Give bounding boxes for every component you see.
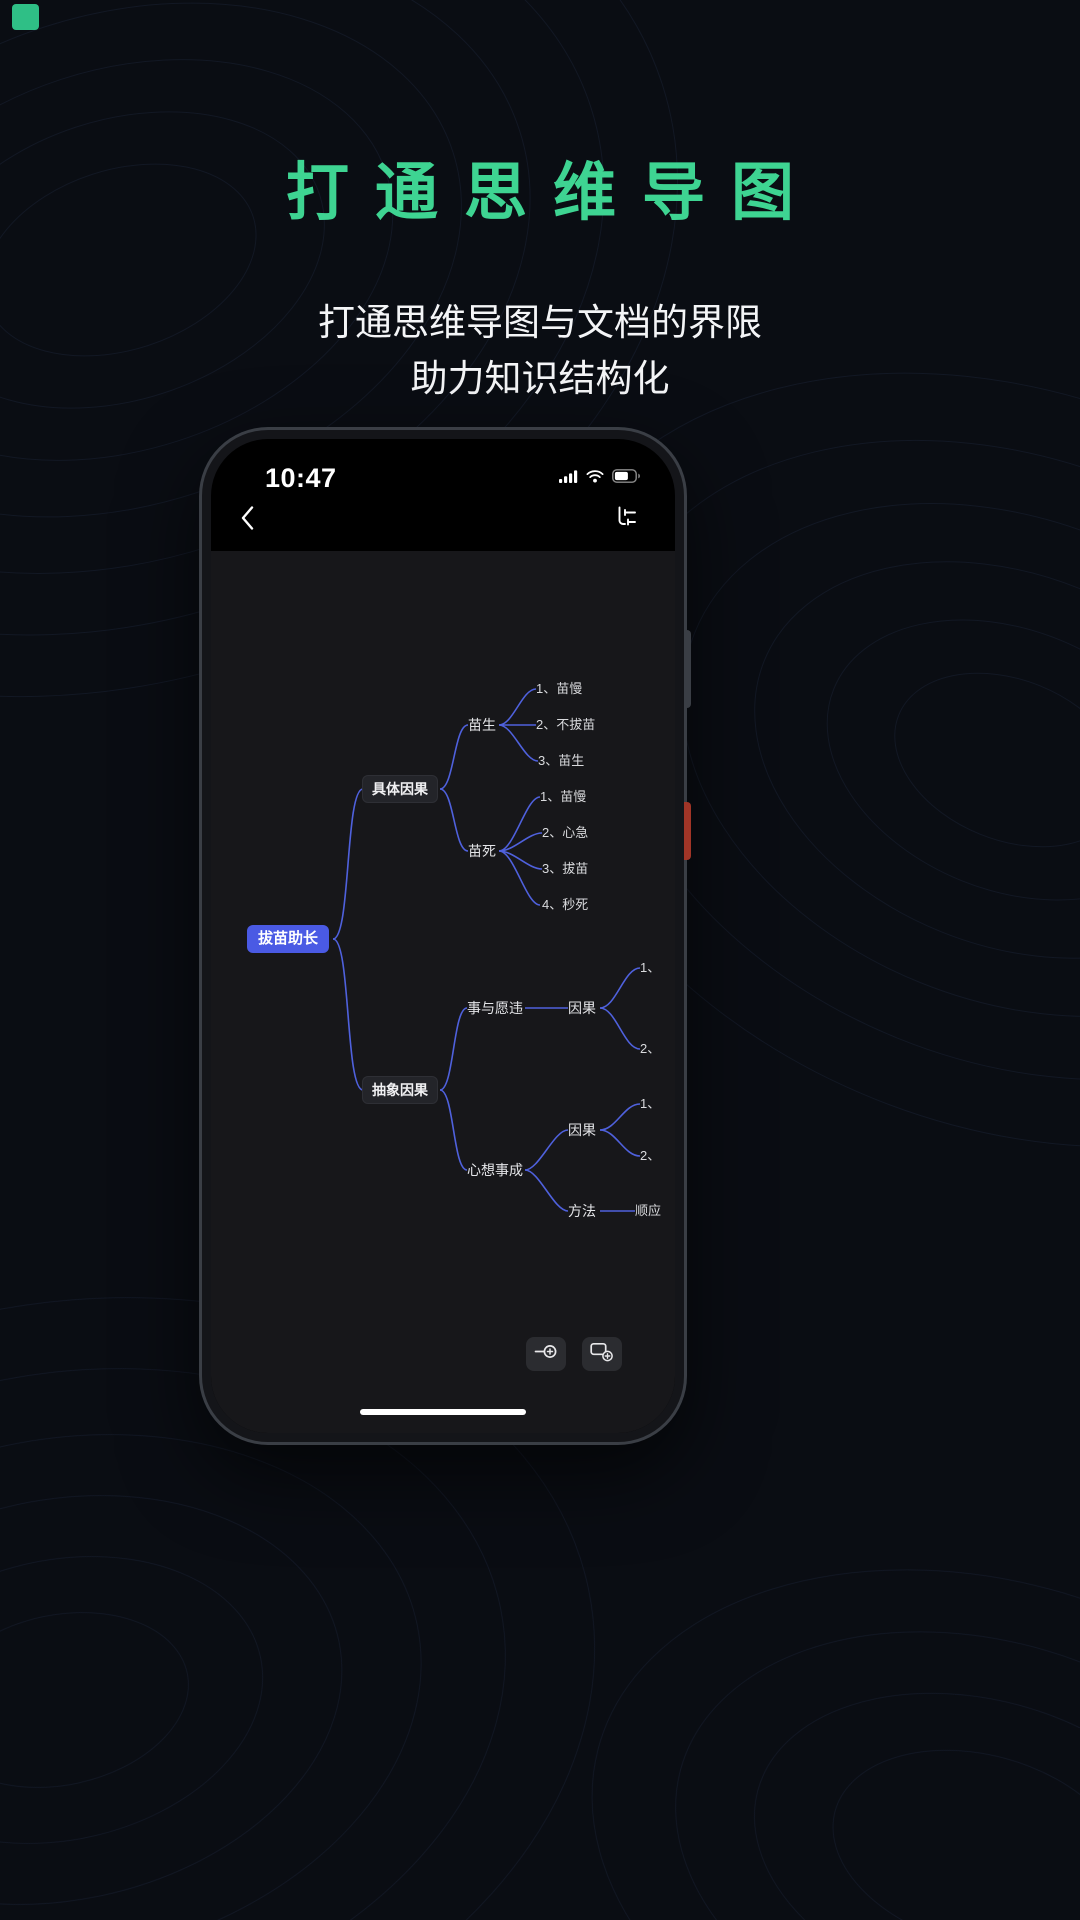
- mindmap-node[interactable]: 苗生: [468, 717, 496, 733]
- mindmap-node[interactable]: 因果: [568, 1000, 596, 1016]
- subtitle-line-1: 打通思维导图与文档的界限: [318, 302, 762, 343]
- mindmap-node[interactable]: 1、苗慢: [536, 681, 583, 696]
- mindmap-node[interactable]: 1、: [640, 960, 661, 975]
- mindmap-node[interactable]: 事与愿违: [467, 1000, 523, 1016]
- phone-screen: 10:47: [211, 439, 675, 1433]
- mindmap-node[interactable]: 因果: [568, 1122, 596, 1138]
- add-node-button[interactable]: [582, 1337, 622, 1371]
- wifi-icon: [586, 469, 604, 488]
- mindmap-canvas[interactable]: [211, 551, 675, 1433]
- hero-section: 打通思维导图 打通思维导图与文档的界限 助力知识结构化: [0, 0, 1080, 407]
- back-button[interactable]: [241, 505, 271, 535]
- fit-view-icon: [534, 1343, 558, 1365]
- mindmap-node[interactable]: 3、苗生: [538, 753, 585, 768]
- corner-logo-mark: [12, 4, 39, 30]
- mindmap-node[interactable]: 1、苗慢: [540, 789, 587, 804]
- page-subtitle: 打通思维导图与文档的界限 助力知识结构化: [0, 295, 1080, 407]
- mindmap-node[interactable]: 3、拔苗: [542, 861, 589, 876]
- mindmap-node[interactable]: 方法: [568, 1203, 596, 1219]
- mindmap-node[interactable]: 心想事成: [467, 1162, 523, 1178]
- cellular-icon: [559, 469, 578, 488]
- mindmap-node-concrete[interactable]: 具体因果: [363, 776, 437, 802]
- mindmap-node[interactable]: 苗死: [468, 843, 496, 859]
- status-time: 10:47: [265, 463, 337, 493]
- subtitle-line-2: 助力知识结构化: [410, 358, 670, 399]
- battery-icon: [612, 469, 641, 488]
- mindmap-node-abstract[interactable]: 抽象因果: [363, 1077, 437, 1103]
- mindmap-node[interactable]: 2、: [640, 1041, 661, 1056]
- mindmap-root-node[interactable]: 拔苗助长: [247, 925, 330, 953]
- chevron-left-icon: [241, 505, 254, 535]
- fit-view-button[interactable]: [526, 1337, 566, 1371]
- add-node-icon: [590, 1342, 614, 1367]
- home-indicator[interactable]: [360, 1409, 526, 1415]
- mindmap-node[interactable]: 2、: [640, 1148, 661, 1163]
- volume-button: [684, 630, 691, 708]
- mindmap-node[interactable]: 1、: [640, 1096, 661, 1111]
- mindmap-outline-icon: [615, 506, 639, 533]
- mindmap-node[interactable]: 顺应: [635, 1203, 662, 1218]
- status-icons: [559, 469, 641, 488]
- mindmap-node[interactable]: 2、不拔苗: [536, 717, 596, 732]
- phone-mockup: 10:47: [202, 430, 691, 1442]
- outline-view-button[interactable]: [613, 505, 641, 533]
- power-button: [684, 802, 691, 860]
- mindmap-node[interactable]: 2、心急: [542, 825, 589, 840]
- page-title: 打通思维导图: [286, 158, 820, 228]
- mindmap-node[interactable]: 4、秒死: [542, 897, 589, 912]
